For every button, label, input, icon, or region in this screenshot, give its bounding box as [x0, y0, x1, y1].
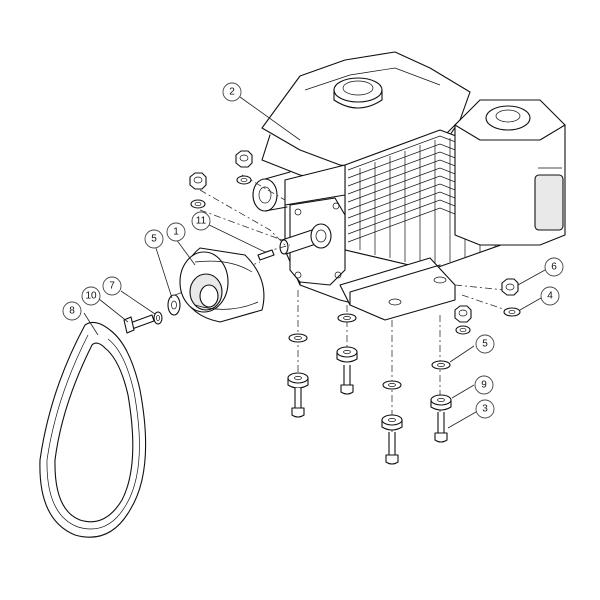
callout-label: 2 [229, 87, 235, 98]
callout-3: 3 [475, 399, 495, 419]
callout-label: 4 [547, 291, 553, 302]
mount-stack-3 [381, 380, 403, 465]
leader-lines [83, 96, 546, 429]
hex-nut [235, 150, 253, 168]
right-hardware [501, 278, 521, 317]
callout-label: 5 [151, 234, 157, 245]
engine-assembly [252, 51, 566, 321]
callout-4: 4 [540, 286, 560, 306]
callout-6: 6 [544, 257, 564, 277]
pulley-assembly [123, 247, 275, 334]
mount-stack-1 [287, 333, 309, 418]
pulley-washer [167, 294, 181, 316]
fuel-cap [333, 77, 383, 103]
callout-5-mount-washer: 5 [475, 334, 495, 354]
callout-7: 7 [102, 276, 122, 296]
v-belt [39, 321, 147, 538]
callout-label: 7 [109, 281, 115, 292]
callout-label: 5 [482, 339, 488, 350]
crankshaft [279, 223, 332, 255]
mount-stack-4 [430, 305, 472, 443]
callout-11: 11 [191, 211, 211, 231]
washer [503, 307, 521, 317]
callout-9: 9 [474, 375, 494, 395]
shaft-key [257, 249, 275, 261]
callout-label: 8 [69, 306, 75, 317]
washer [236, 175, 252, 185]
callout-label: 11 [196, 216, 207, 227]
callout-label: 3 [482, 404, 488, 415]
callout-label: 1 [173, 227, 179, 238]
callout-5-pulley-washer: 5 [144, 229, 164, 249]
callout-label: 10 [85, 291, 97, 302]
callout-1: 1 [166, 222, 186, 242]
callout-label: 6 [551, 262, 557, 273]
callout-8: 8 [62, 301, 82, 321]
callout-label: 9 [481, 380, 487, 391]
hex-nut [454, 305, 472, 323]
mount-stack-2 [336, 313, 358, 395]
air-cleaner [454, 99, 566, 246]
lock-washer [153, 311, 163, 325]
hex-nut [501, 278, 519, 296]
callout-2: 2 [222, 82, 242, 102]
washer [190, 199, 206, 209]
top-left-hardware [189, 150, 253, 209]
hex-nut [189, 172, 207, 190]
callout-10: 10 [81, 286, 101, 306]
